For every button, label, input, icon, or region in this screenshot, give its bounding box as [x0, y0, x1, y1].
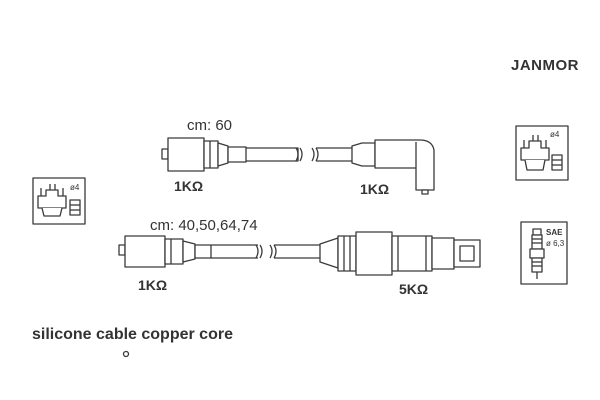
- top-cable: [161, 137, 435, 195]
- bottom-left-boot: [118, 235, 212, 268]
- top-cable-length-label: cm: 60: [187, 117, 233, 134]
- bottom-cable: [118, 231, 481, 276]
- bottom-right-resistance-label: 5KΩ: [399, 281, 429, 297]
- brand-label: JANMOR: [511, 57, 580, 74]
- distributor-left-icon: [32, 177, 86, 225]
- distributor-left-diameter-label: ø4: [70, 183, 80, 192]
- top-left-boot: [161, 137, 247, 172]
- spark-plug-standard-label: SAE: [546, 228, 563, 237]
- footer-note: silicone cable copper core: [32, 326, 233, 343]
- bottom-left-resistance-label: 1KΩ: [138, 277, 168, 293]
- distributor-right-diameter-label: ø4: [550, 130, 560, 139]
- bottom-straight-boot: [319, 231, 481, 276]
- spark-plug-icon: [520, 221, 568, 285]
- bottom-cable-length-label: cm: 40,50,64,74: [150, 217, 258, 234]
- top-left-resistance-label: 1KΩ: [174, 178, 204, 194]
- distributor-right-icon: [515, 125, 569, 181]
- small-circle-mark: [122, 350, 130, 358]
- top-right-resistance-label: 1KΩ: [360, 181, 390, 197]
- spark-plug-diameter-label: ø 6,3: [546, 239, 565, 248]
- top-right-angle-boot: [351, 139, 435, 195]
